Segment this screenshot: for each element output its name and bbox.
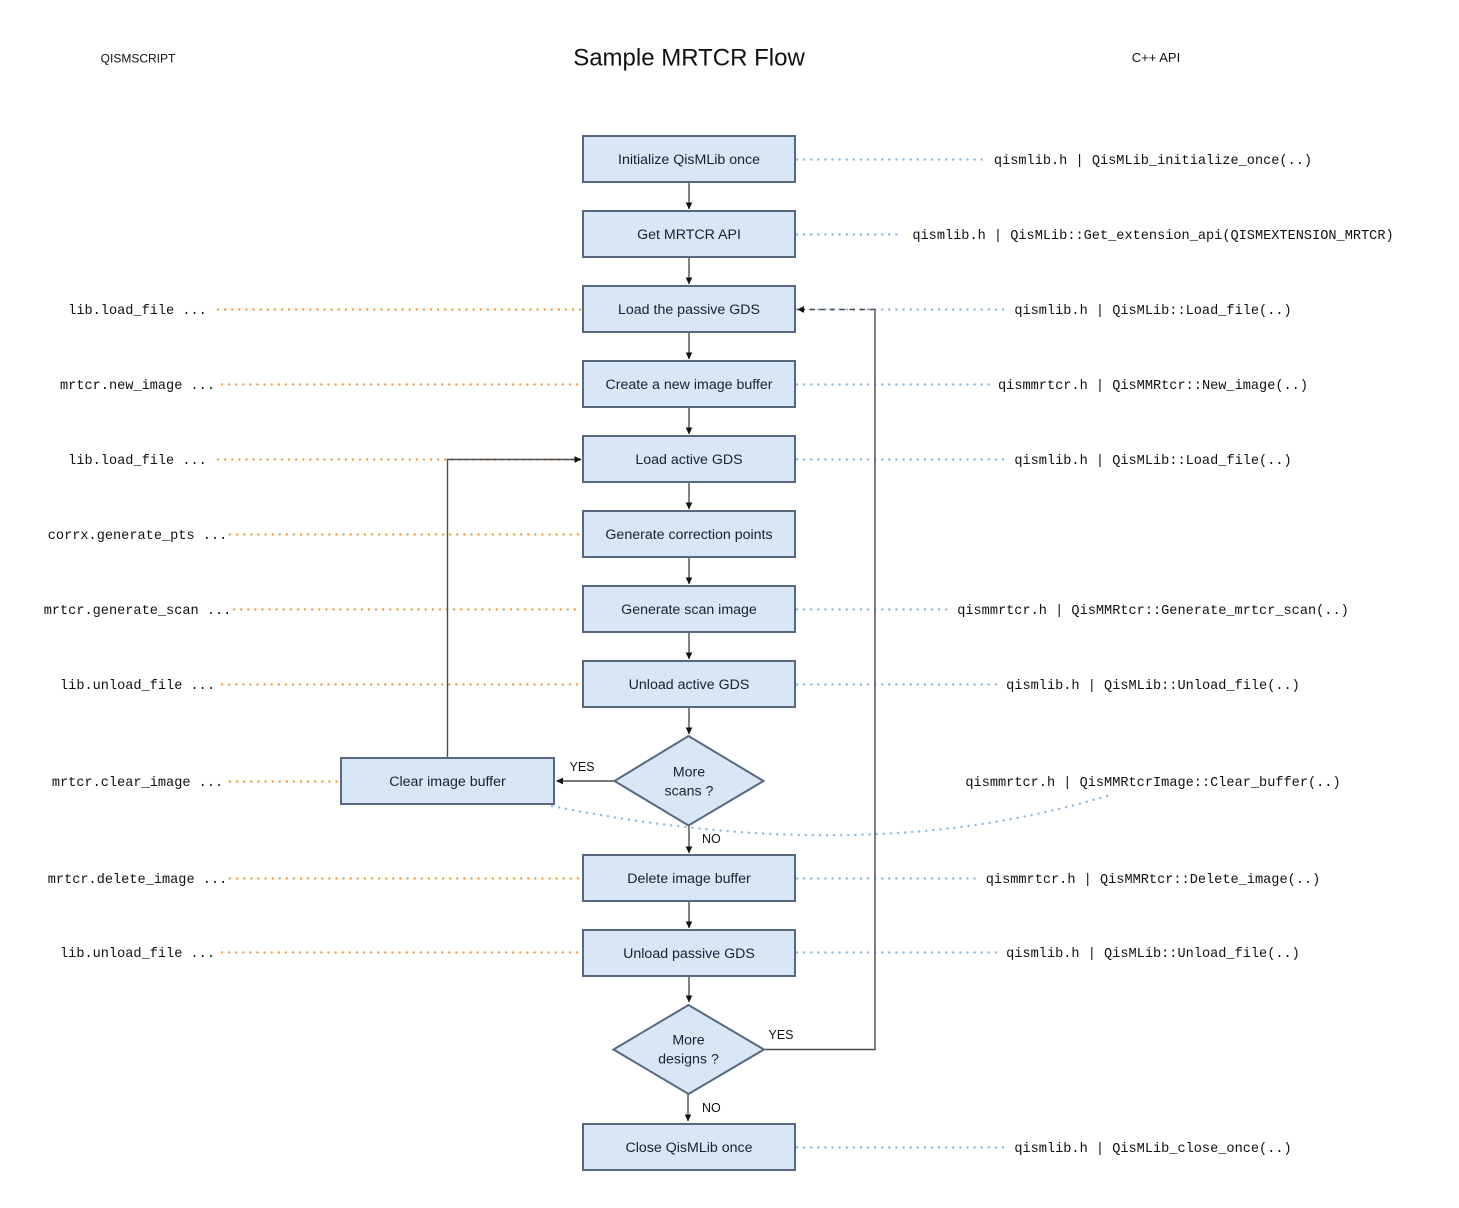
svg-text:Sample MRTCR Flow: Sample MRTCR Flow: [573, 45, 805, 72]
svg-text:NO: NO: [702, 1101, 721, 1115]
svg-text:qismlib.h | QisMLib::Get_exten: qismlib.h | QisMLib::Get_extension_api(Q…: [912, 229, 1393, 244]
svg-text:Get MRTCR API: Get MRTCR API: [637, 227, 741, 243]
svg-text:mrtcr.generate_scan ...: mrtcr.generate_scan ...: [44, 604, 232, 619]
svg-text:qismmrtcr.h | QisMMRtcr::Delet: qismmrtcr.h | QisMMRtcr::Delete_image(..…: [986, 873, 1320, 888]
svg-text:Load the passive GDS: Load the passive GDS: [618, 302, 760, 318]
svg-text:qismmrtcr.h | QisMMRtcr::Gener: qismmrtcr.h | QisMMRtcr::Generate_mrtcr_…: [957, 604, 1349, 619]
svg-text:qismlib.h | QisMLib_close_once: qismlib.h | QisMLib_close_once(..): [1014, 1142, 1291, 1157]
svg-text:Generate correction points: Generate correction points: [605, 527, 772, 543]
svg-text:qismlib.h | QisMLib::Load_file: qismlib.h | QisMLib::Load_file(..): [1014, 304, 1291, 319]
svg-text:lib.load_file ...: lib.load_file ...: [68, 304, 207, 319]
svg-text:qismlib.h | QisMLib::Load_file: qismlib.h | QisMLib::Load_file(..): [1014, 454, 1291, 469]
svg-text:mrtcr.new_image ...: mrtcr.new_image ...: [60, 379, 215, 394]
svg-text:qismmrtcr.h | QisMMRtcrImage::: qismmrtcr.h | QisMMRtcrImage::Clear_buff…: [965, 776, 1340, 791]
svg-text:More: More: [672, 1033, 704, 1049]
svg-text:Unload passive GDS: Unload passive GDS: [623, 946, 755, 962]
svg-text:QISMSCRIPT: QISMSCRIPT: [101, 52, 176, 66]
svg-text:Close QisMLib once: Close QisMLib once: [626, 1140, 753, 1156]
svg-text:Unload active GDS: Unload active GDS: [629, 677, 750, 693]
svg-text:qismlib.h | QisMLib::Unload_fi: qismlib.h | QisMLib::Unload_file(..): [1006, 947, 1300, 962]
svg-text:YES: YES: [768, 1028, 793, 1042]
svg-text:Load active GDS: Load active GDS: [635, 452, 742, 468]
svg-text:Initialize QisMLib once: Initialize QisMLib once: [618, 152, 760, 168]
svg-text:C++ API: C++ API: [1132, 50, 1180, 65]
svg-text:corrx.generate_pts ...: corrx.generate_pts ...: [48, 529, 227, 544]
svg-text:designs ?: designs ?: [658, 1052, 719, 1068]
svg-text:YES: YES: [569, 760, 594, 774]
svg-text:qismlib.h | QisMLib_initialize: qismlib.h | QisMLib_initialize_once(..): [994, 154, 1312, 169]
svg-text:More: More: [673, 765, 705, 781]
svg-text:lib.load_file ...: lib.load_file ...: [68, 454, 207, 469]
svg-text:qismlib.h | QisMLib::Unload_fi: qismlib.h | QisMLib::Unload_file(..): [1006, 679, 1300, 694]
svg-text:Generate scan image: Generate scan image: [621, 602, 757, 618]
svg-text:mrtcr.clear_image ...: mrtcr.clear_image ...: [52, 776, 223, 791]
svg-text:Clear image buffer: Clear image buffer: [389, 774, 506, 790]
svg-text:lib.unload_file ...: lib.unload_file ...: [60, 679, 215, 694]
svg-text:Delete image buffer: Delete image buffer: [627, 871, 751, 887]
svg-text:Create a new image buffer: Create a new image buffer: [606, 377, 773, 393]
svg-text:lib.unload_file ...: lib.unload_file ...: [60, 947, 215, 962]
svg-text:NO: NO: [702, 832, 721, 846]
svg-text:qismmrtcr.h | QisMMRtcr::New_i: qismmrtcr.h | QisMMRtcr::New_image(..): [998, 379, 1308, 394]
svg-text:scans ?: scans ?: [665, 784, 714, 800]
svg-text:mrtcr.delete_image ...: mrtcr.delete_image ...: [48, 873, 227, 888]
